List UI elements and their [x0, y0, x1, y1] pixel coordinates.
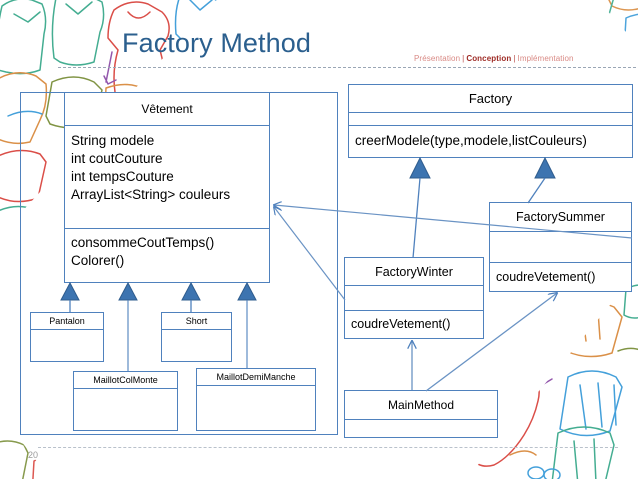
- uml-class-factorywinter[interactable]: FactoryWinter coudreVetement(): [344, 257, 484, 339]
- uml-class-factorysummer[interactable]: FactorySummer coudreVetement(): [489, 202, 632, 292]
- uml-method: creerModele(type,modele,listCouleurs): [355, 133, 587, 149]
- uml-class-factorysummer-title: FactorySummer: [516, 210, 605, 224]
- uml-method: coudreVetement(): [351, 317, 451, 332]
- uml-method: consommeCoutTemps(): [71, 235, 215, 250]
- uml-class-factorywinter-title: FactoryWinter: [375, 264, 453, 279]
- nav-item-conception[interactable]: Conception: [466, 54, 512, 63]
- uml-attribute: ArrayList<String> couleurs: [71, 187, 231, 203]
- uml-class-mainmethod-body: [345, 419, 497, 437]
- uml-class-maillotdemimanche-title: MaillotDemiManche: [216, 372, 296, 382]
- uml-class-short-title: Short: [185, 316, 208, 326]
- uml-class-factorysummer-attributes: [490, 231, 631, 262]
- uml-class-maillotcolmonte-title: MaillotColMonte: [93, 375, 158, 385]
- uml-class-factory-title: Factory: [468, 91, 513, 106]
- nav-separator-2: |: [513, 54, 516, 63]
- uml-class-factory[interactable]: Factory creerModele(type,modele,listCoul…: [348, 84, 633, 158]
- uml-class-vetement[interactable]: Vêtement String modele int coutCouture i…: [64, 92, 270, 283]
- footer-divider: [38, 447, 618, 448]
- uml-class-mainmethod-title: MainMethod: [387, 398, 455, 412]
- uml-class-maillotcolmonte[interactable]: MaillotColMonte: [73, 371, 178, 431]
- uml-class-maillotdemimanche-body: [197, 385, 315, 430]
- uml-method: Colorer(): [71, 253, 125, 269]
- uml-class-maillotdemimanche[interactable]: MaillotDemiManche: [196, 368, 316, 431]
- uml-class-vetement-title: Vêtement: [141, 102, 193, 116]
- uml-attribute: int coutCouture: [71, 151, 163, 167]
- clothing-sketch-decoration-top-right: [518, 0, 638, 80]
- uml-class-factorywinter-attributes: [345, 285, 483, 310]
- nav-separator-1: |: [462, 54, 465, 63]
- uml-class-maillotcolmonte-body: [74, 388, 177, 430]
- uml-class-short[interactable]: Short: [161, 312, 232, 362]
- uml-attribute: String modele: [71, 133, 155, 148]
- uml-class-mainmethod[interactable]: MainMethod: [344, 390, 498, 438]
- nav-item-presentation[interactable]: Présentation: [414, 54, 461, 63]
- page-number: 20: [28, 450, 39, 460]
- uml-class-pantalon-title: Pantalon: [49, 316, 85, 326]
- uml-attribute: int tempsCouture: [71, 169, 174, 185]
- uml-class-pantalon-body: [31, 329, 103, 361]
- uml-class-pantalon[interactable]: Pantalon: [30, 312, 104, 362]
- uml-method: coudreVetement(): [496, 269, 596, 284]
- title-divider: [58, 67, 636, 68]
- breadcrumb: Présentation|Conception|Implémentation: [414, 54, 574, 63]
- uml-class-short-body: [162, 329, 231, 361]
- uml-class-factory-attributes: [349, 112, 632, 125]
- page-title: Factory Method: [122, 28, 311, 58]
- nav-item-implementation[interactable]: Implémentation: [517, 54, 574, 63]
